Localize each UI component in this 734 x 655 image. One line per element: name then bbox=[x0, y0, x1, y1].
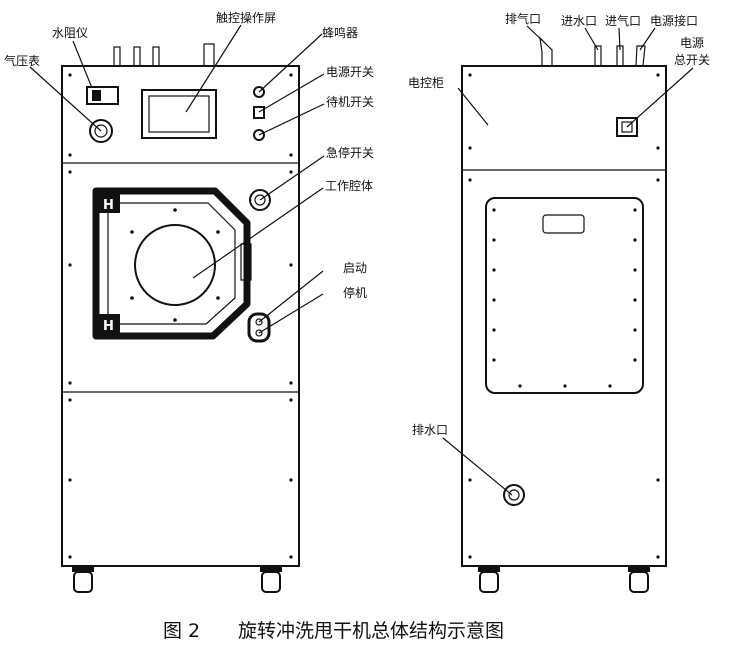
label-air-inlet: 进气口 bbox=[605, 13, 641, 28]
start-stop-buttons bbox=[247, 312, 271, 343]
label-drain: 排水口 bbox=[412, 423, 448, 437]
svg-text:H: H bbox=[103, 198, 114, 213]
figure-number: 图 2 bbox=[163, 620, 200, 642]
label-main-power-line1: 电源 bbox=[680, 36, 704, 50]
power-switch bbox=[253, 106, 265, 119]
buzzer bbox=[253, 86, 265, 98]
door-handle bbox=[240, 243, 252, 281]
label-main-power-line2: 总开关 bbox=[674, 53, 710, 67]
water-resist-meter bbox=[86, 86, 119, 105]
front-top-pipe bbox=[133, 46, 141, 67]
svg-text:H: H bbox=[103, 319, 114, 334]
caster bbox=[73, 571, 93, 593]
touch-screen bbox=[141, 89, 217, 139]
label-control-cabinet: 电控柜 bbox=[408, 76, 444, 90]
caster bbox=[629, 571, 649, 593]
front-top-pipe bbox=[113, 46, 121, 67]
figure-title: 旋转冲洗甩干机总体结构示意图 bbox=[238, 620, 504, 642]
label-power-switch: 电源开关 bbox=[326, 65, 374, 79]
front-screws bbox=[68, 73, 293, 559]
label-water-resist: 水阻仪 bbox=[52, 26, 88, 40]
chamber-door bbox=[92, 187, 251, 340]
label-work-chamber: 工作腔体 bbox=[325, 178, 373, 193]
label-water-inlet: 进水口 bbox=[561, 14, 597, 28]
standby-switch bbox=[253, 129, 265, 141]
back-access-panel bbox=[485, 197, 644, 394]
front-view: H H bbox=[29, 24, 325, 593]
label-touch-screen: 触控操作屏 bbox=[216, 10, 276, 25]
caster bbox=[479, 571, 499, 593]
front-top-pipe bbox=[152, 46, 160, 67]
emergency-stop-button bbox=[249, 189, 271, 211]
main-power-switch bbox=[616, 117, 638, 137]
back-cabinet bbox=[461, 65, 667, 567]
front-cabinet bbox=[61, 65, 300, 567]
label-pressure-gauge: 气压表 bbox=[4, 53, 40, 68]
label-stop: 停机 bbox=[343, 285, 367, 300]
label-buzzer: 蜂鸣器 bbox=[322, 25, 358, 40]
label-standby-switch: 待机开关 bbox=[326, 95, 374, 109]
label-power-port: 电源接口 bbox=[650, 13, 698, 28]
label-exhaust: 排气口 bbox=[505, 11, 541, 26]
exhaust-port bbox=[539, 36, 553, 67]
pressure-gauge bbox=[89, 119, 113, 143]
caster bbox=[261, 571, 281, 593]
panel-handle bbox=[542, 214, 585, 234]
back-view bbox=[442, 25, 694, 593]
drain-port bbox=[503, 484, 525, 506]
label-emergency-stop: 急停开关 bbox=[326, 145, 374, 160]
work-chamber bbox=[134, 224, 216, 306]
front-top-pipe bbox=[203, 43, 215, 67]
label-start: 启动 bbox=[343, 261, 367, 275]
